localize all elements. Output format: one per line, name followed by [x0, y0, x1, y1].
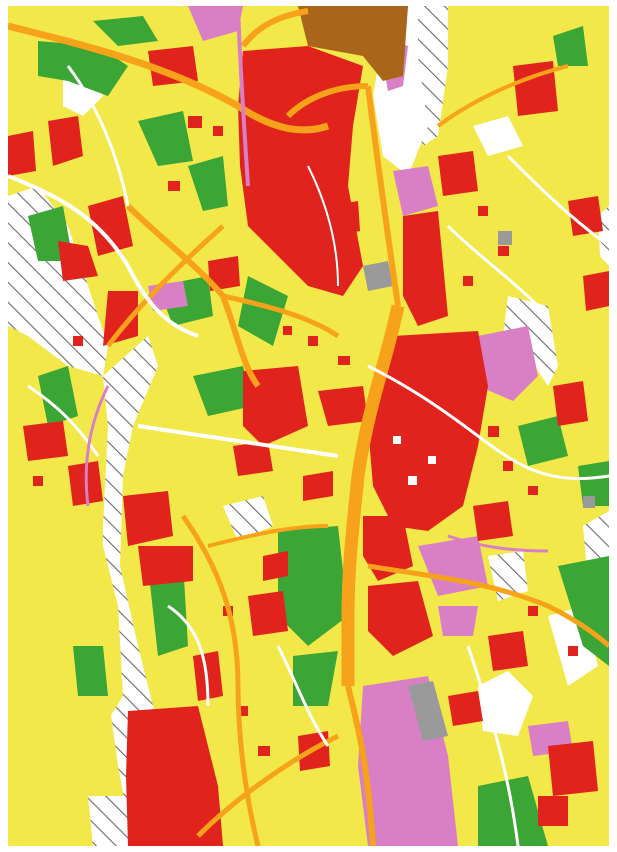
large-yellow-field: [8, 506, 123, 766]
road-network: [8, 6, 609, 846]
hatch-mid-small: [223, 496, 273, 541]
land-use-map-canvas: [8, 6, 609, 846]
white-right-mid: [473, 116, 523, 156]
green-spaces: [28, 16, 609, 846]
industrial-zones: [298, 6, 408, 81]
commercial-south-large: [126, 706, 223, 846]
utility-zones: [363, 231, 595, 741]
